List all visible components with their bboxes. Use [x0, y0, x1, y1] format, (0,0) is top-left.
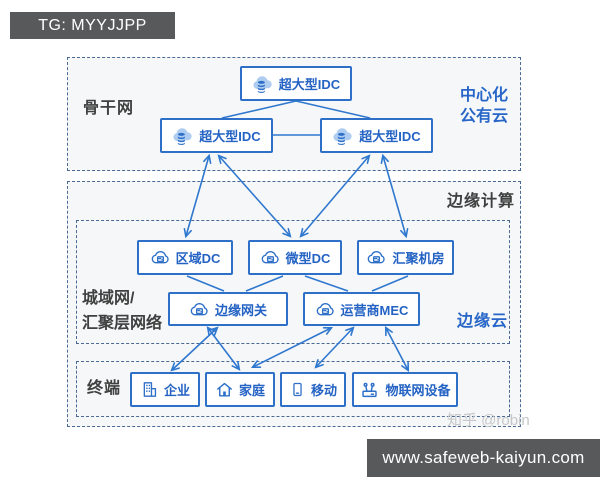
node-t-ent: 企业 — [130, 372, 200, 407]
cloud-server-icon — [260, 248, 281, 267]
metro-network-label: 城域网/汇聚层网络 — [82, 290, 163, 332]
node-t-home: 家庭 — [205, 372, 275, 407]
edge-cloud-label: 边缘云 — [457, 313, 509, 330]
node-t-mobile: 移动 — [280, 372, 346, 407]
house-icon — [215, 380, 234, 399]
node-dc-micro: 微型DC — [248, 240, 342, 275]
terminal-label: 终端 — [87, 380, 122, 397]
cloud-server-icon — [315, 300, 336, 319]
node-idc-top: 超大型IDC — [240, 66, 352, 101]
telegram-banner: TG: MYYJJPP — [10, 12, 175, 39]
cloud-server-icon — [366, 248, 387, 267]
node-label: 区域DC — [175, 251, 221, 266]
node-label: 超大型IDC — [359, 129, 421, 144]
node-idc-left: 超大型IDC — [160, 118, 273, 153]
node-t-iot: 物联网设备 — [352, 372, 458, 407]
node-label: 企业 — [163, 383, 190, 398]
node-dc-region: 区域DC — [137, 240, 233, 275]
iot-device-icon — [359, 380, 380, 399]
cloud-server-icon — [189, 300, 210, 319]
node-dc-agg: 汇聚机房 — [357, 240, 454, 275]
node-label: 汇聚机房 — [392, 251, 445, 266]
node-label: 家庭 — [238, 383, 265, 398]
node-idc-right: 超大型IDC — [320, 118, 433, 153]
node-label: 物联网设备 — [385, 383, 451, 398]
node-label: 超大型IDC — [199, 129, 261, 144]
building-icon — [140, 380, 159, 399]
central-public-cloud-label: 中心化公有云 — [459, 87, 508, 125]
cloud-database-icon — [332, 126, 354, 146]
node-label: 超大型IDC — [278, 77, 341, 92]
node-mec: 运营商MEC — [303, 292, 420, 326]
website-banner: www.safeweb-kaiyun.com — [367, 439, 600, 477]
node-label: 微型DC — [285, 251, 331, 266]
backbone-label: 骨干网 — [83, 100, 135, 117]
node-label: 运营商MEC — [340, 302, 409, 318]
node-gw-edge: 边缘网关 — [168, 292, 288, 326]
node-label: 边缘网关 — [214, 302, 267, 318]
phone-icon — [289, 380, 306, 399]
node-label: 移动 — [310, 383, 337, 398]
cloud-database-icon — [252, 74, 274, 94]
watermark: 知乎 @robin — [447, 412, 530, 429]
cloud-database-icon — [172, 126, 194, 146]
edge-computing-label: 边缘计算 — [447, 193, 516, 210]
cloud-server-icon — [150, 248, 171, 267]
